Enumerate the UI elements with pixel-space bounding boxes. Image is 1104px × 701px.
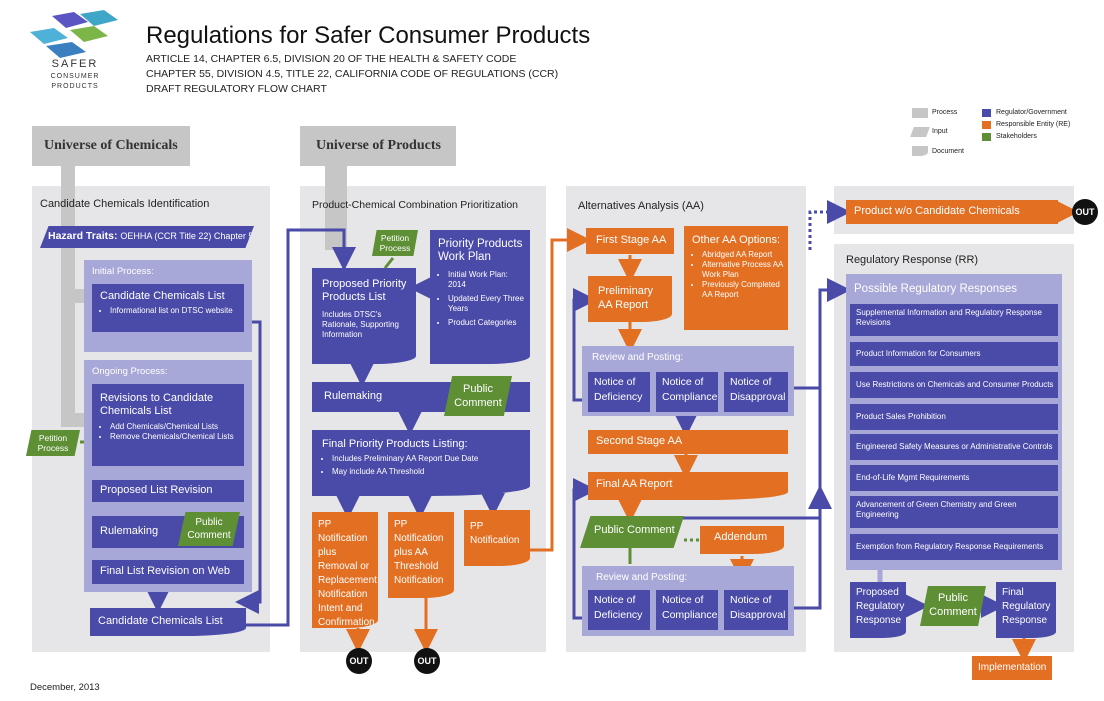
hazard-traits: Hazard Traits: OEHHA (CCR Title 22) Chap… xyxy=(40,226,254,248)
notice-disapproval-1: Notice of Disapproval xyxy=(724,372,788,412)
petition-process-chem[interactable]: Petition Process xyxy=(26,430,80,456)
legend-responsible-swatch xyxy=(982,121,991,129)
initial-process-label: Initial Process: xyxy=(92,266,154,277)
logo xyxy=(22,10,132,60)
page-title: Regulations for Safer Consumer Products xyxy=(146,22,591,49)
wp-item-2: Updated Every Three Years xyxy=(448,294,526,314)
header-line-2: CHAPTER 55, DIVISION 4.5, TITLE 22, CALI… xyxy=(146,68,559,80)
option-2: Alternative Process AA Work Plan xyxy=(702,260,784,280)
rr-item-7: Advancement of Green Chemistry and Green… xyxy=(850,496,1058,528)
legend-input: Input xyxy=(932,128,948,135)
preliminary-aa-report: Preliminary AA Report xyxy=(588,276,672,322)
proposed-list-revision: Proposed List Revision xyxy=(92,480,244,502)
addendum: Addendum xyxy=(700,526,784,554)
logo-icon xyxy=(30,10,118,58)
final-list-revision-web: Final List Revision on Web xyxy=(92,560,244,584)
final-aa-report: Final AA Report xyxy=(588,472,788,500)
second-stage-aa: Second Stage AA xyxy=(588,430,788,454)
proposed-priority-products: Proposed Priority Products List Includes… xyxy=(312,268,416,364)
public-comment-chem[interactable]: Public Comment xyxy=(178,512,240,546)
implementation: Implementation xyxy=(972,656,1052,680)
public-comment-aa[interactable]: Public Comment xyxy=(580,516,684,548)
legend-process-swatch xyxy=(912,108,928,118)
priority-products-work-plan: Priority Products Work Plan Initial Work… xyxy=(430,230,530,364)
legend-process: Process xyxy=(932,109,958,116)
public-comment-prod[interactable]: Public Comment xyxy=(444,376,512,416)
universe-of-chemicals: Universe of Chemicals xyxy=(32,126,190,166)
logo-sub1: CONSUMER xyxy=(50,73,100,80)
pp-notification-threshold: PP Notification plus AA Threshold Notifi… xyxy=(388,512,454,598)
rr-item-5: Engineered Safety Measures or Administra… xyxy=(850,434,1058,460)
rev-item-2: Remove Chemicals/Chemical Lists xyxy=(110,432,240,442)
footer-date: December, 2013 xyxy=(30,682,100,693)
final-listing-title: Final Priority Products Listing: xyxy=(322,438,468,450)
out-removal: OUT xyxy=(346,648,372,674)
logo-sub2: PRODUCTS xyxy=(51,83,99,90)
universe-chem-arrow xyxy=(61,166,88,427)
rev-item-1: Add Chemicals/Chemical Lists xyxy=(110,422,240,432)
work-plan-title: Priority Products Work Plan xyxy=(438,238,523,263)
panel-aa-title: Alternatives Analysis (AA) xyxy=(578,200,704,212)
legend-stakeholders-swatch xyxy=(982,133,991,141)
notice-deficiency-2: Notice of Deficiency xyxy=(588,590,650,630)
option-3: Previously Completed AA Report xyxy=(702,280,784,300)
rr-item-8: Exemption from Regulatory Response Requi… xyxy=(850,534,1058,560)
cc-list-initial-title: Candidate Chemicals List xyxy=(100,290,225,302)
legend-document-swatch xyxy=(912,146,928,156)
final-item-1: Includes Preliminary AA Report Due Date xyxy=(332,454,530,464)
header-line-1: ARTICLE 14, CHAPTER 6.5, DIVISION 20 OF … xyxy=(146,53,517,65)
final-item-2: May include AA Threshold xyxy=(332,467,530,477)
panel-prod-title: Product-Chemical Combination Prioritizat… xyxy=(312,199,519,211)
other-aa-options: Other AA Options: Abridged AA Report Alt… xyxy=(684,226,788,330)
wp-item-1: Initial Work Plan: 2014 xyxy=(448,270,526,290)
out-threshold: OUT xyxy=(414,648,440,674)
legend-responsible: Responsible Entity (RE) xyxy=(996,121,1071,128)
legend-document: Document xyxy=(932,148,964,155)
hazard-text: OEHHA (CCR Title 22) Chapter 54 xyxy=(120,231,259,241)
final-priority-products-listing: Final Priority Products Listing: Include… xyxy=(312,430,530,496)
legend-stakeholders: Stakeholders xyxy=(996,133,1037,140)
legend-regulator-swatch xyxy=(982,109,991,117)
product-without-candidate-chemicals: Product w/o Candidate Chemicals xyxy=(846,200,1058,224)
rr-item-6: End-of-Life Mgmt Requirements xyxy=(850,465,1058,491)
hazard-label: Hazard Traits: xyxy=(48,230,118,242)
panel-rr-title: Regulatory Response (RR) xyxy=(846,254,979,266)
first-stage-aa: First Stage AA xyxy=(586,228,674,254)
rr-item-2: Product Information for Consumers xyxy=(850,342,1058,366)
petition-process-prod[interactable]: Petition Process xyxy=(372,230,418,256)
cc-list-final: Candidate Chemicals List xyxy=(90,608,246,636)
cc-list-note: Informational list on DTSC website xyxy=(110,306,244,316)
proposed-regulatory-response: Proposed Regulatory Response xyxy=(850,582,906,638)
ppp-note: Includes DTSC's Rationale, Supporting In… xyxy=(322,310,399,339)
revisions-box: Revisions to Candidate Chemicals List Ad… xyxy=(92,384,244,466)
rr-item-3: Use Restrictions on Chemicals and Consum… xyxy=(850,372,1058,398)
pp-notification: PP Notification xyxy=(464,510,530,566)
review-posting-2-label: Review and Posting: xyxy=(596,572,688,583)
notice-compliance-2: Notice of Compliance xyxy=(656,590,718,630)
notice-deficiency-1: Notice of Deficiency xyxy=(588,372,650,412)
possible-responses-title: Possible Regulatory Responses xyxy=(854,283,1018,295)
out-no-cc: OUT xyxy=(1072,199,1098,225)
logo-main: SAFER xyxy=(51,58,99,70)
ongoing-process-label: Ongoing Process: xyxy=(92,366,168,377)
notice-disapproval-2: Notice of Disapproval xyxy=(724,590,788,630)
ppp-title: Proposed Priority Products List xyxy=(322,278,407,303)
revisions-title: Revisions to Candidate Chemicals List xyxy=(100,392,214,417)
pp-notification-removal: PP Notification plus Removal or Replacem… xyxy=(312,512,378,628)
wp-item-3: Product Categories xyxy=(448,318,526,328)
public-comment-rr[interactable]: Public Comment xyxy=(920,586,986,626)
rr-item-1: Supplemental Information and Regulatory … xyxy=(850,304,1058,336)
panel-chem-title: Candidate Chemicals Identification xyxy=(40,198,210,210)
final-regulatory-response: Final Regulatory Response xyxy=(996,582,1056,638)
header-line-3: DRAFT REGULATORY FLOW CHART xyxy=(146,83,327,95)
notice-compliance-1: Notice of Compliance xyxy=(656,372,718,412)
review-posting-1-label: Review and Posting: xyxy=(592,352,684,363)
option-1: Abridged AA Report xyxy=(702,250,784,260)
options-title: Other AA Options: xyxy=(692,234,781,246)
rr-item-4: Product Sales Prohibition xyxy=(850,404,1058,430)
cc-list-initial: Candidate Chemicals List Informational l… xyxy=(92,284,244,332)
universe-of-products: Universe of Products xyxy=(300,126,456,166)
legend-regulator: Regulator/Government xyxy=(996,109,1067,116)
